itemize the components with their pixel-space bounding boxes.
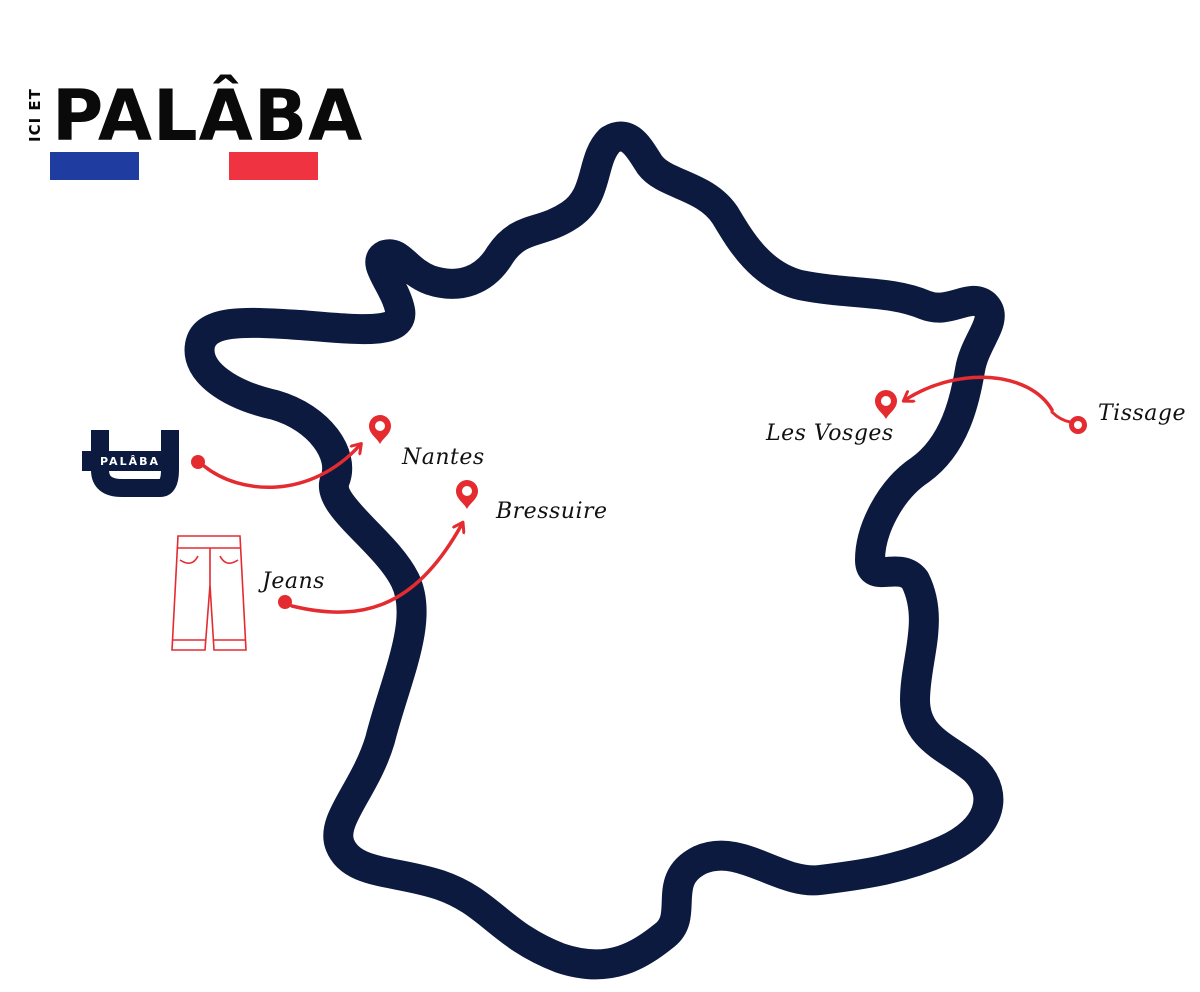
- label-nantes: Nantes: [401, 445, 485, 470]
- origin-dot-jeans: [278, 595, 292, 609]
- pin-nantes-icon: [369, 415, 391, 444]
- label-tissage: Tissage: [1098, 401, 1186, 426]
- palaba-u-badge: PALÂBA: [82, 430, 179, 497]
- logo-brand-text: PALÂBA: [52, 75, 363, 157]
- label-vosges: Les Vosges: [765, 421, 894, 446]
- pin-bressuire-icon: [456, 480, 478, 509]
- badge-bar: [82, 451, 178, 471]
- origin-dot-badge: [191, 455, 205, 469]
- u-monogram-icon: [91, 430, 179, 497]
- label-jeans: Jeans: [258, 569, 325, 594]
- pin-tissage-icon: [1050, 410, 1087, 434]
- label-bressuire: Bressuire: [495, 499, 608, 524]
- brand-logo: ICI ET PALÂBA: [26, 75, 363, 180]
- arrow-to-vosges: [905, 375, 1054, 412]
- pin-vosges-icon: [875, 390, 897, 419]
- jeans-icon: [171, 535, 247, 651]
- arrow-to-nantes: [202, 445, 360, 489]
- flag-blue-stripe: [50, 152, 139, 180]
- arrow-to-bressuire: [290, 524, 462, 614]
- route-arrows: [191, 375, 1054, 614]
- logo-side-text: ICI ET: [26, 88, 44, 142]
- france-outline: [184, 121, 1005, 980]
- badge-text: PALÂBA: [100, 455, 160, 468]
- flag-red-stripe: [229, 152, 318, 180]
